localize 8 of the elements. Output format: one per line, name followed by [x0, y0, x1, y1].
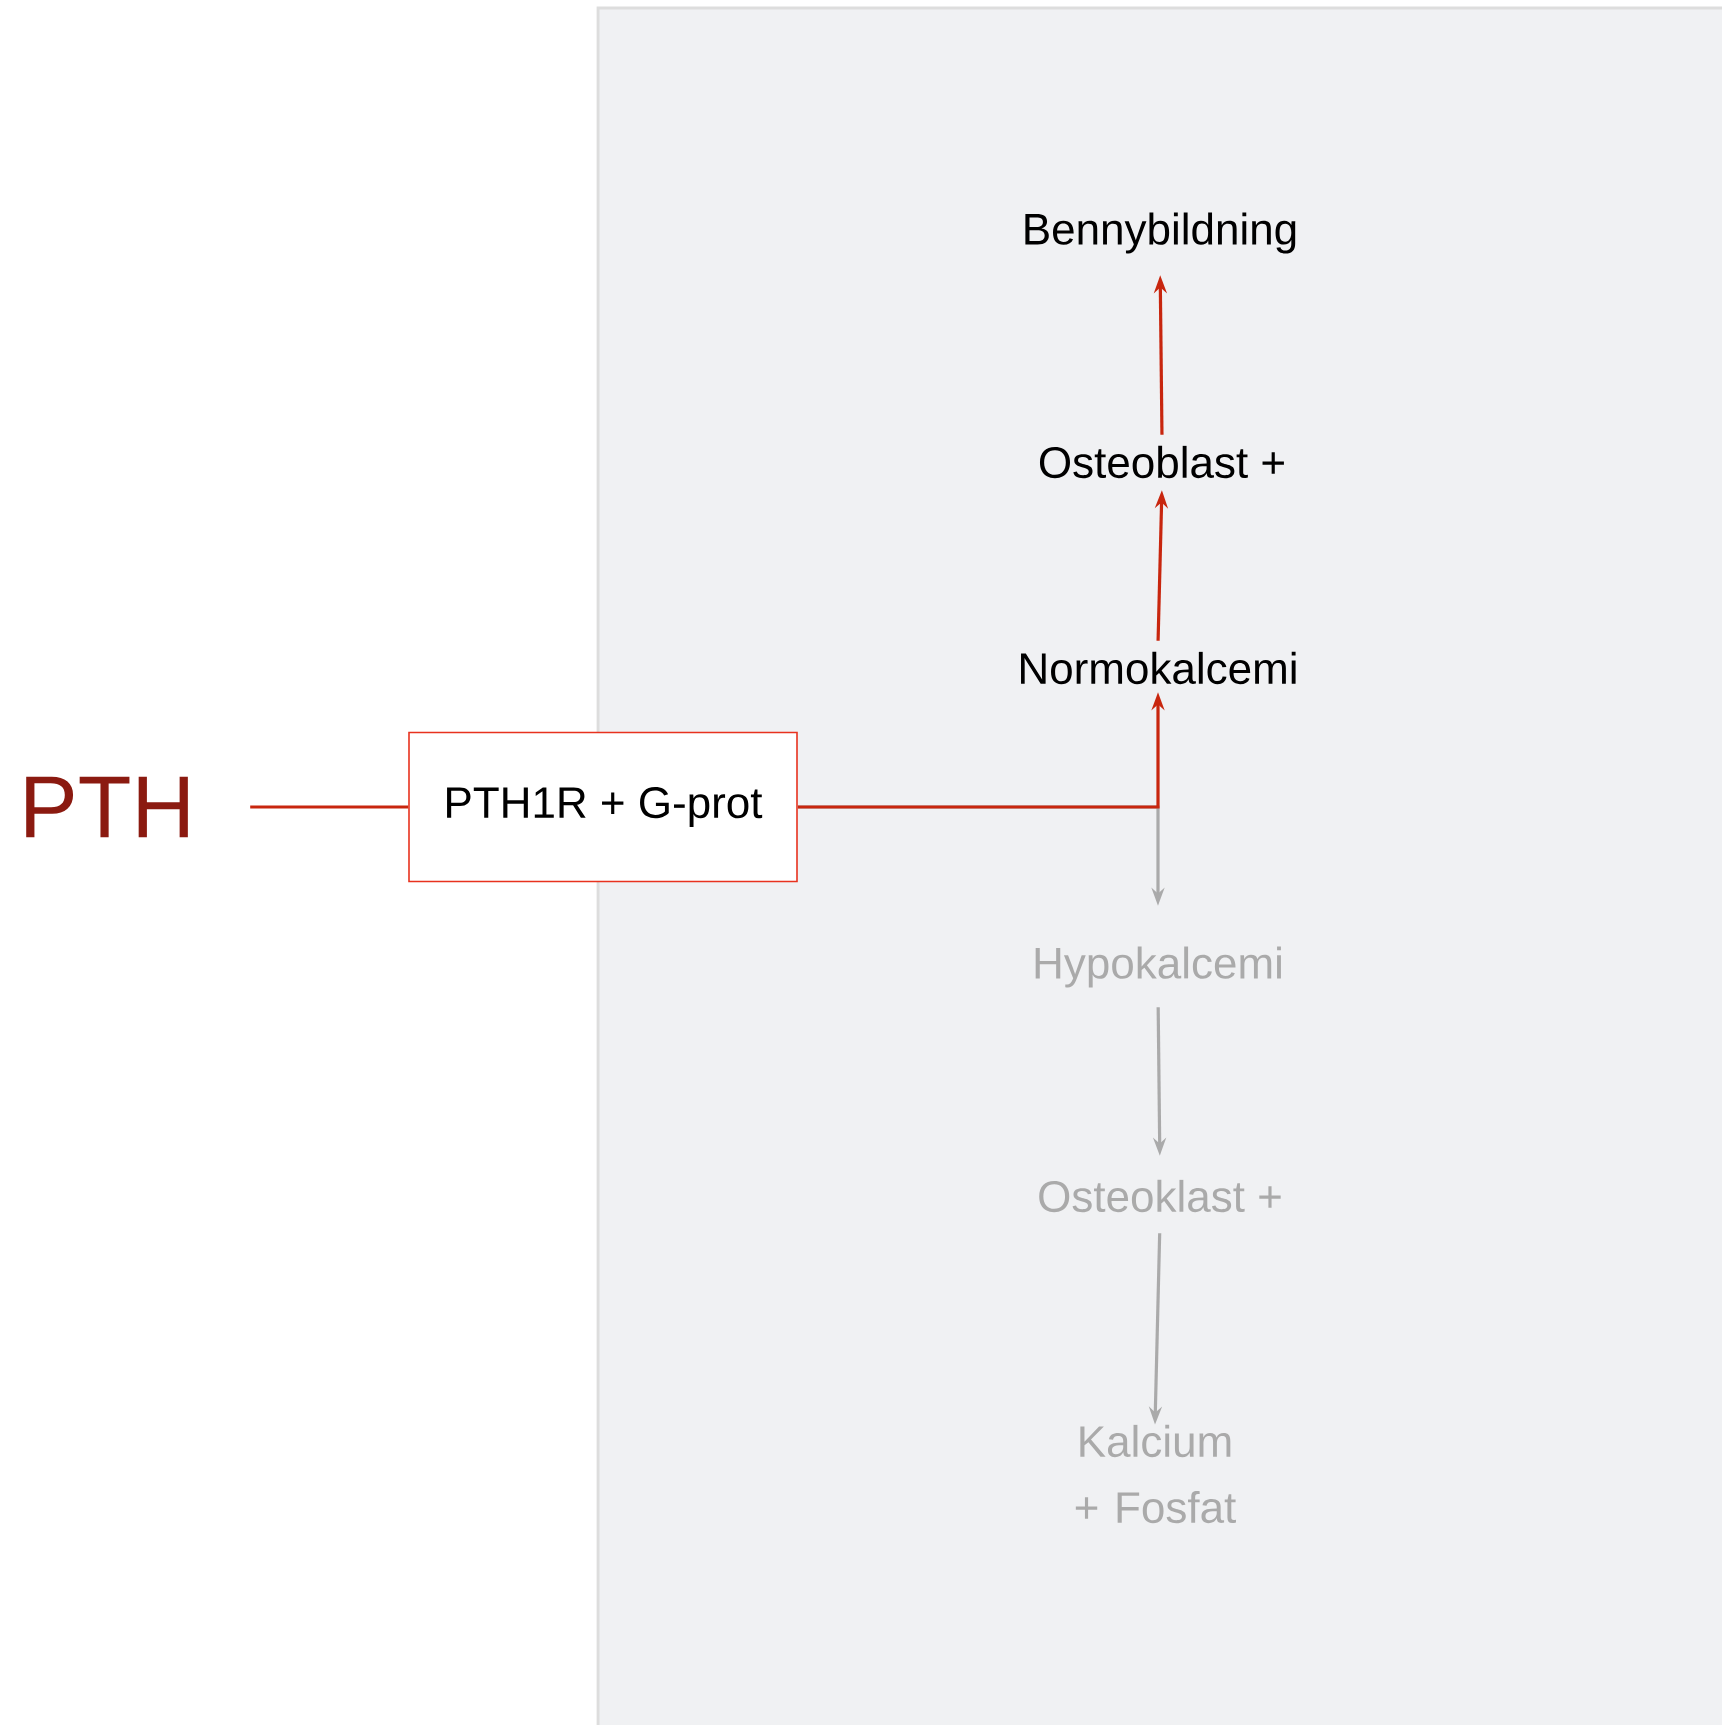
- flow-text: Osteoblast +: [1039, 445, 1284, 479]
- label-text: PTH: [26, 776, 188, 838]
- process-box: PTH1R + G-prot: [408, 731, 798, 883]
- flow-text: Bennybildning: [1025, 212, 1296, 254]
- flow-text: Kalcium + Fosfat: [1075, 1424, 1236, 1524]
- flow-text: Hypokalcemi: [1035, 946, 1281, 988]
- flow-text: Normokalcemi: [1021, 651, 1296, 685]
- flow-text: Osteoklast +: [1039, 1179, 1281, 1213]
